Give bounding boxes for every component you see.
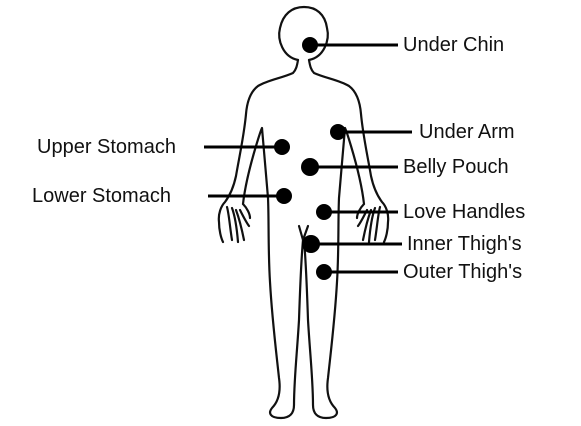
under-arm-marker — [330, 124, 346, 140]
label-under-arm: Under Arm — [419, 121, 515, 143]
head-outline — [278, 5, 329, 62]
body-left-outline — [217, 58, 305, 420]
label-under-chin: Under Chin — [403, 34, 505, 56]
leader-lines — [204, 43, 412, 274]
label-outer-thighs: Outer Thigh's — [403, 261, 523, 283]
outer-thighs-marker — [316, 264, 332, 280]
label-inner-thighs: Inner Thigh's — [407, 233, 522, 255]
lower-stomach-marker — [276, 188, 292, 204]
upper-stomach-marker — [274, 139, 290, 155]
label-belly-pouch: Belly Pouch — [403, 156, 509, 178]
inner-thighs-marker — [302, 235, 320, 253]
body-right-outline — [302, 58, 390, 420]
belly-pouch-marker — [301, 158, 319, 176]
label-upper-stomach: Upper Stomach — [37, 136, 176, 158]
love-handles-marker — [316, 204, 332, 220]
label-lower-stomach: Lower Stomach — [32, 185, 171, 207]
under-chin-marker — [302, 37, 318, 53]
label-love-handles: Love Handles — [403, 201, 526, 223]
